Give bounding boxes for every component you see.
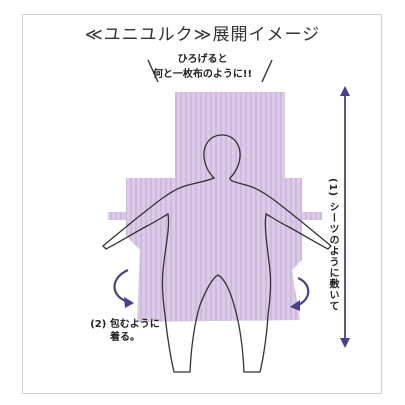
unfold-callout-line1: ひろげると <box>177 54 228 65</box>
wrap-callout-line1: (2) 包むように <box>90 319 160 330</box>
spread-callout: (1) シーツのように敷いて <box>327 178 338 312</box>
human-silhouette <box>102 134 332 373</box>
wrap-arrow-left-icon <box>113 268 134 308</box>
length-arrow-icon <box>340 86 350 348</box>
fabric-sheet <box>108 92 322 322</box>
wrap-callout: (2) 包むように 着る。 <box>80 318 170 344</box>
image-frame <box>22 14 382 394</box>
wrap-arrow-right-icon <box>290 276 310 311</box>
wrap-callout-line2: 着る。 <box>110 332 140 343</box>
slash-left-mark <box>147 59 159 83</box>
slash-right-mark <box>261 59 273 83</box>
unfold-callout-line2: 何と一枚布のように!! <box>152 69 253 80</box>
page-title: ≪ユニユルク≫展開イメージ <box>84 25 321 45</box>
unfold-callout: ひろげると 何と一枚布のように!! <box>130 52 275 82</box>
